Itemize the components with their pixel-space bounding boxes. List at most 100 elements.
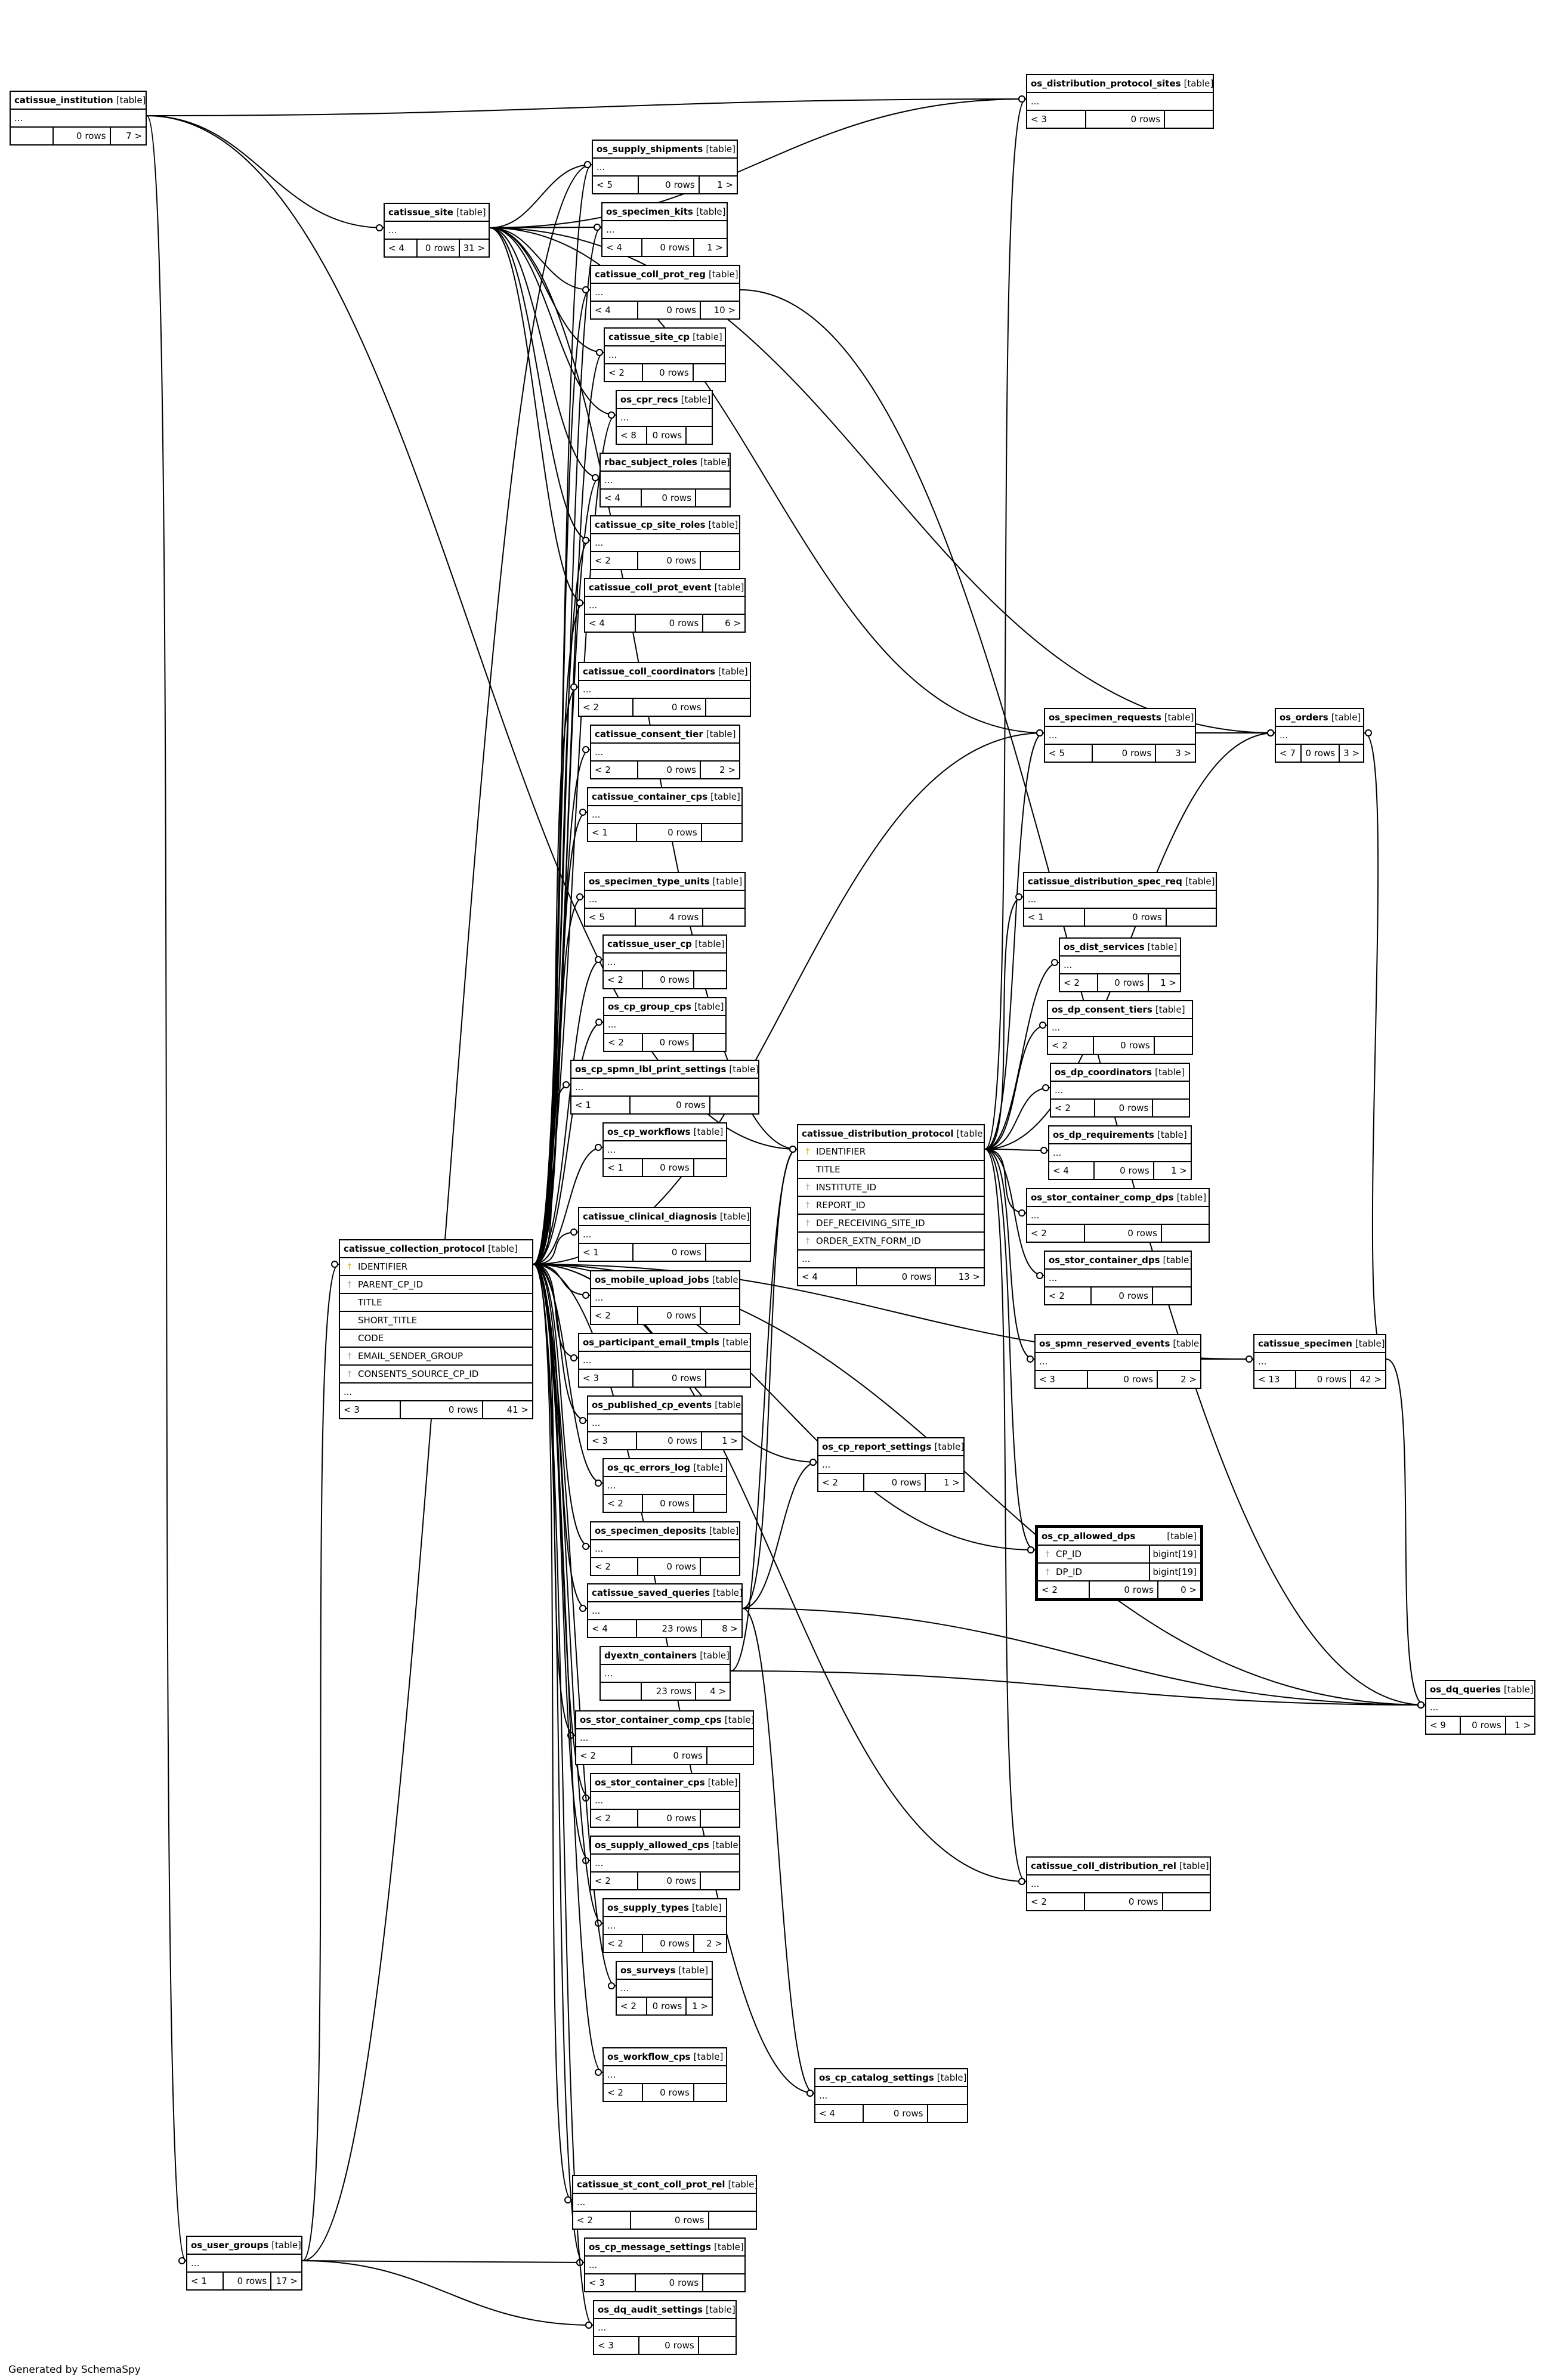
child-count[interactable]: 1 > bbox=[717, 179, 733, 190]
parent-count[interactable]: < 13 bbox=[1254, 1371, 1296, 1388]
parent-count[interactable]: < 2 bbox=[1038, 1581, 1090, 1598]
table-name[interactable]: os_specimen_type_units bbox=[589, 875, 710, 887]
parent-count[interactable]: < 5 bbox=[593, 177, 639, 193]
parent-count[interactable]: < 5 bbox=[1045, 745, 1093, 762]
table-name[interactable]: os_mobile_upload_jobs bbox=[595, 1274, 709, 1285]
child-count[interactable] bbox=[710, 1097, 758, 1113]
table-header[interactable]: os_cp_allowed_dps[table] bbox=[1038, 1528, 1200, 1546]
table-name[interactable]: os_cp_workflows bbox=[607, 1126, 691, 1137]
child-count[interactable]: 41 > bbox=[506, 1404, 529, 1415]
child-count[interactable] bbox=[687, 427, 712, 444]
child-count[interactable]: 6 > bbox=[725, 617, 741, 629]
table-header[interactable]: os_cp_spmn_lbl_print_settings[table] bbox=[571, 1061, 758, 1079]
table-name[interactable]: rbac_subject_roles bbox=[604, 456, 697, 468]
child-count[interactable] bbox=[1163, 1893, 1210, 1910]
child-count[interactable]: 1 > bbox=[1160, 977, 1176, 988]
table-header[interactable]: catissue_container_cps[table] bbox=[588, 788, 741, 806]
child-count[interactable] bbox=[696, 490, 730, 506]
table-header[interactable]: os_specimen_deposits[table] bbox=[591, 1522, 739, 1540]
table-header[interactable]: os_stor_container_dps[table] bbox=[1045, 1252, 1191, 1270]
table-header[interactable]: os_specimen_requests[table] bbox=[1045, 709, 1195, 727]
table-name[interactable]: catissue_st_cont_coll_prot_rel bbox=[577, 2178, 725, 2190]
child-count[interactable] bbox=[694, 364, 725, 381]
child-count[interactable]: 17 > bbox=[276, 2275, 298, 2286]
child-count[interactable]: 3 > bbox=[1175, 747, 1191, 759]
parent-count[interactable]: < 4 bbox=[798, 1268, 857, 1285]
table-header[interactable]: catissue_coll_distribution_rel[table] bbox=[1027, 1858, 1210, 1875]
child-count[interactable]: 1 > bbox=[944, 1477, 960, 1488]
table-name[interactable]: os_participant_email_tmpls bbox=[583, 1336, 719, 1348]
table-catissue-coll-distribution-rel[interactable]: catissue_coll_distribution_rel[table]...… bbox=[1026, 1856, 1211, 1911]
table-header[interactable]: os_specimen_type_units[table] bbox=[585, 873, 744, 891]
parent-count[interactable]: < 2 bbox=[818, 1474, 865, 1491]
child-count[interactable] bbox=[928, 2105, 968, 2122]
table-header[interactable]: os_dp_coordinators[table] bbox=[1051, 1064, 1189, 1082]
parent-count[interactable]: < 1 bbox=[571, 1097, 631, 1113]
child-count[interactable]: 10 > bbox=[713, 304, 736, 315]
parent-count[interactable]: < 4 bbox=[1049, 1162, 1095, 1179]
table-name[interactable]: os_cp_message_settings bbox=[589, 2241, 711, 2252]
table-name[interactable]: os_surveys bbox=[620, 1964, 676, 1976]
column-row[interactable]: TITLE bbox=[340, 1294, 532, 1312]
table-header[interactable]: catissue_user_cp[table] bbox=[604, 936, 726, 954]
table-name[interactable]: catissue_collection_protocol bbox=[344, 1243, 486, 1254]
column-row[interactable]: †EMAIL_SENDER_GROUP bbox=[340, 1348, 532, 1366]
child-count[interactable] bbox=[1165, 111, 1213, 128]
parent-count[interactable]: < 1 bbox=[187, 2273, 224, 2289]
table-name[interactable]: os_stor_container_comp_dps bbox=[1031, 1191, 1174, 1203]
table-name[interactable]: os_cpr_recs bbox=[620, 394, 678, 405]
parent-count[interactable]: < 2 bbox=[591, 1307, 638, 1324]
column-row[interactable]: †INSTITUTE_ID bbox=[798, 1179, 984, 1197]
parent-count[interactable]: < 4 bbox=[815, 2105, 864, 2122]
child-count[interactable] bbox=[694, 971, 726, 988]
table-header[interactable]: catissue_collection_protocol[table] bbox=[340, 1240, 532, 1258]
parent-count[interactable]: < 3 bbox=[340, 1401, 401, 1418]
table-name[interactable]: os_supply_shipments bbox=[597, 143, 703, 154]
table-name[interactable]: os_qc_errors_log bbox=[607, 1462, 691, 1473]
child-count[interactable] bbox=[1167, 909, 1216, 926]
table-name[interactable]: os_user_groups bbox=[191, 2239, 269, 2251]
table-header[interactable]: os_spmn_reserved_events[table] bbox=[1036, 1335, 1200, 1353]
child-count[interactable] bbox=[1153, 1100, 1189, 1116]
child-count[interactable]: 0 > bbox=[1181, 1584, 1197, 1595]
column-row[interactable]: †IDENTIFIER bbox=[340, 1258, 532, 1276]
table-name[interactable]: os_cp_catalog_settings bbox=[819, 2072, 934, 2083]
table-name[interactable]: os_dq_queries bbox=[1430, 1683, 1501, 1695]
table-catissue-distribution-spec-req[interactable]: catissue_distribution_spec_req[table]...… bbox=[1023, 872, 1217, 927]
parent-count[interactable]: < 1 bbox=[579, 1244, 634, 1261]
child-count[interactable]: 7 > bbox=[126, 130, 142, 141]
table-name[interactable]: os_cp_group_cps bbox=[608, 1001, 691, 1012]
table-name[interactable]: catissue_institution bbox=[14, 94, 113, 106]
table-catissue-collection-protocol[interactable]: catissue_collection_protocol[table]†IDEN… bbox=[339, 1239, 533, 1419]
child-count[interactable] bbox=[701, 1558, 739, 1575]
table-name[interactable]: os_supply_allowed_cps bbox=[595, 1839, 709, 1850]
column-row[interactable]: †PARENT_CP_ID bbox=[340, 1276, 532, 1294]
table-name[interactable]: os_cp_spmn_lbl_print_settings bbox=[575, 1063, 727, 1075]
table-header[interactable]: os_user_groups[table] bbox=[187, 2237, 301, 2255]
table-name[interactable]: catissue_site_cp bbox=[608, 331, 690, 342]
child-count[interactable] bbox=[703, 2274, 744, 2291]
child-count[interactable] bbox=[694, 2084, 726, 2101]
parent-count[interactable]: < 2 bbox=[576, 1747, 632, 1764]
table-name[interactable]: catissue_clinical_diagnosis bbox=[583, 1211, 717, 1222]
table-header[interactable]: os_mobile_upload_jobs[table] bbox=[591, 1271, 739, 1289]
child-count[interactable] bbox=[706, 1244, 750, 1261]
table-catissue-distribution-protocol[interactable]: catissue_distribution_protocol[table]†ID… bbox=[797, 1124, 985, 1286]
child-count[interactable] bbox=[701, 552, 739, 569]
table-header[interactable]: os_cp_workflows[table] bbox=[604, 1124, 726, 1141]
table-name[interactable]: catissue_coll_coordinators bbox=[583, 666, 715, 677]
